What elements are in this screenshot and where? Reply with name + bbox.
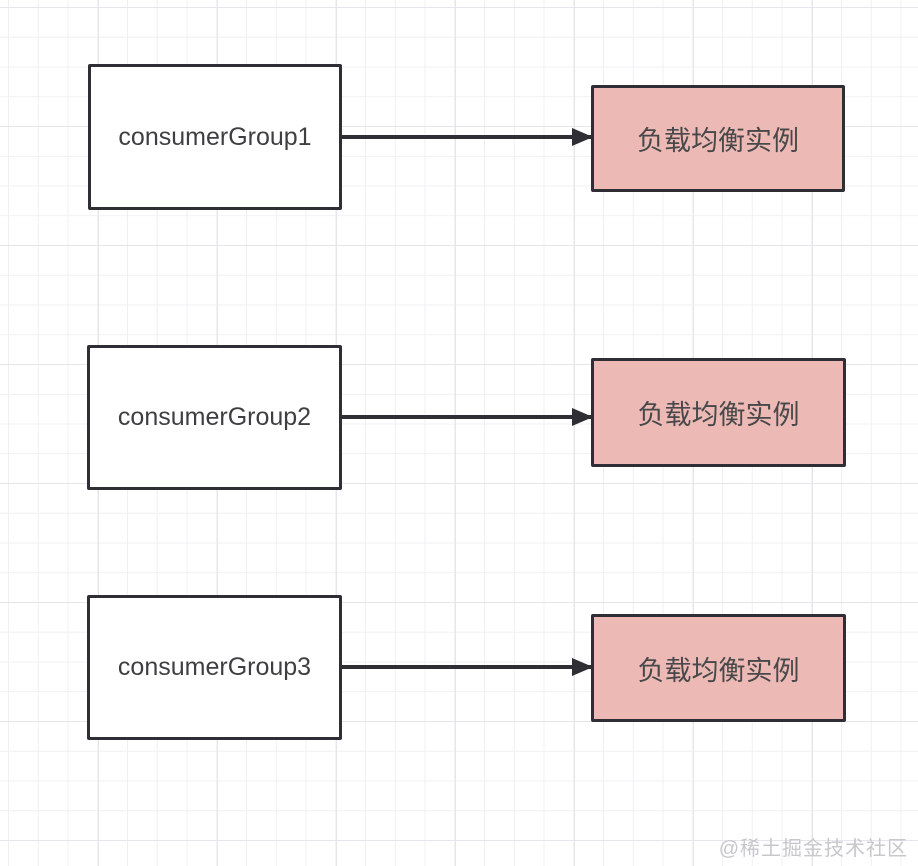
arrowhead-icon xyxy=(572,128,593,146)
arrowhead-icon xyxy=(572,658,593,676)
load-balancer-node: 负载均衡实例 xyxy=(591,85,845,192)
consumer-group-node: consumerGroup1 xyxy=(88,64,342,210)
consumer-group-label: consumerGroup3 xyxy=(117,653,312,681)
consumer-group-label: consumerGroup2 xyxy=(117,403,312,431)
load-balancer-node: 负载均衡实例 xyxy=(591,614,846,722)
load-balancer-label: 负载均衡实例 xyxy=(637,126,799,156)
arrow-connector xyxy=(342,408,593,426)
consumer-group-node: consumerGroup3 xyxy=(87,595,342,740)
load-balancer-node: 负载均衡实例 xyxy=(591,358,846,467)
load-balancer-label: 负载均衡实例 xyxy=(637,400,800,430)
arrow-connector xyxy=(342,128,593,146)
consumer-group-label: consumerGroup1 xyxy=(118,122,312,151)
arrow-connector xyxy=(342,658,593,676)
consumer-group-node: consumerGroup2 xyxy=(87,345,342,490)
watermark: @稀土掘金技术社区 xyxy=(718,838,908,860)
arrowhead-icon xyxy=(572,408,593,426)
load-balancer-label: 负载均衡实例 xyxy=(637,655,800,686)
